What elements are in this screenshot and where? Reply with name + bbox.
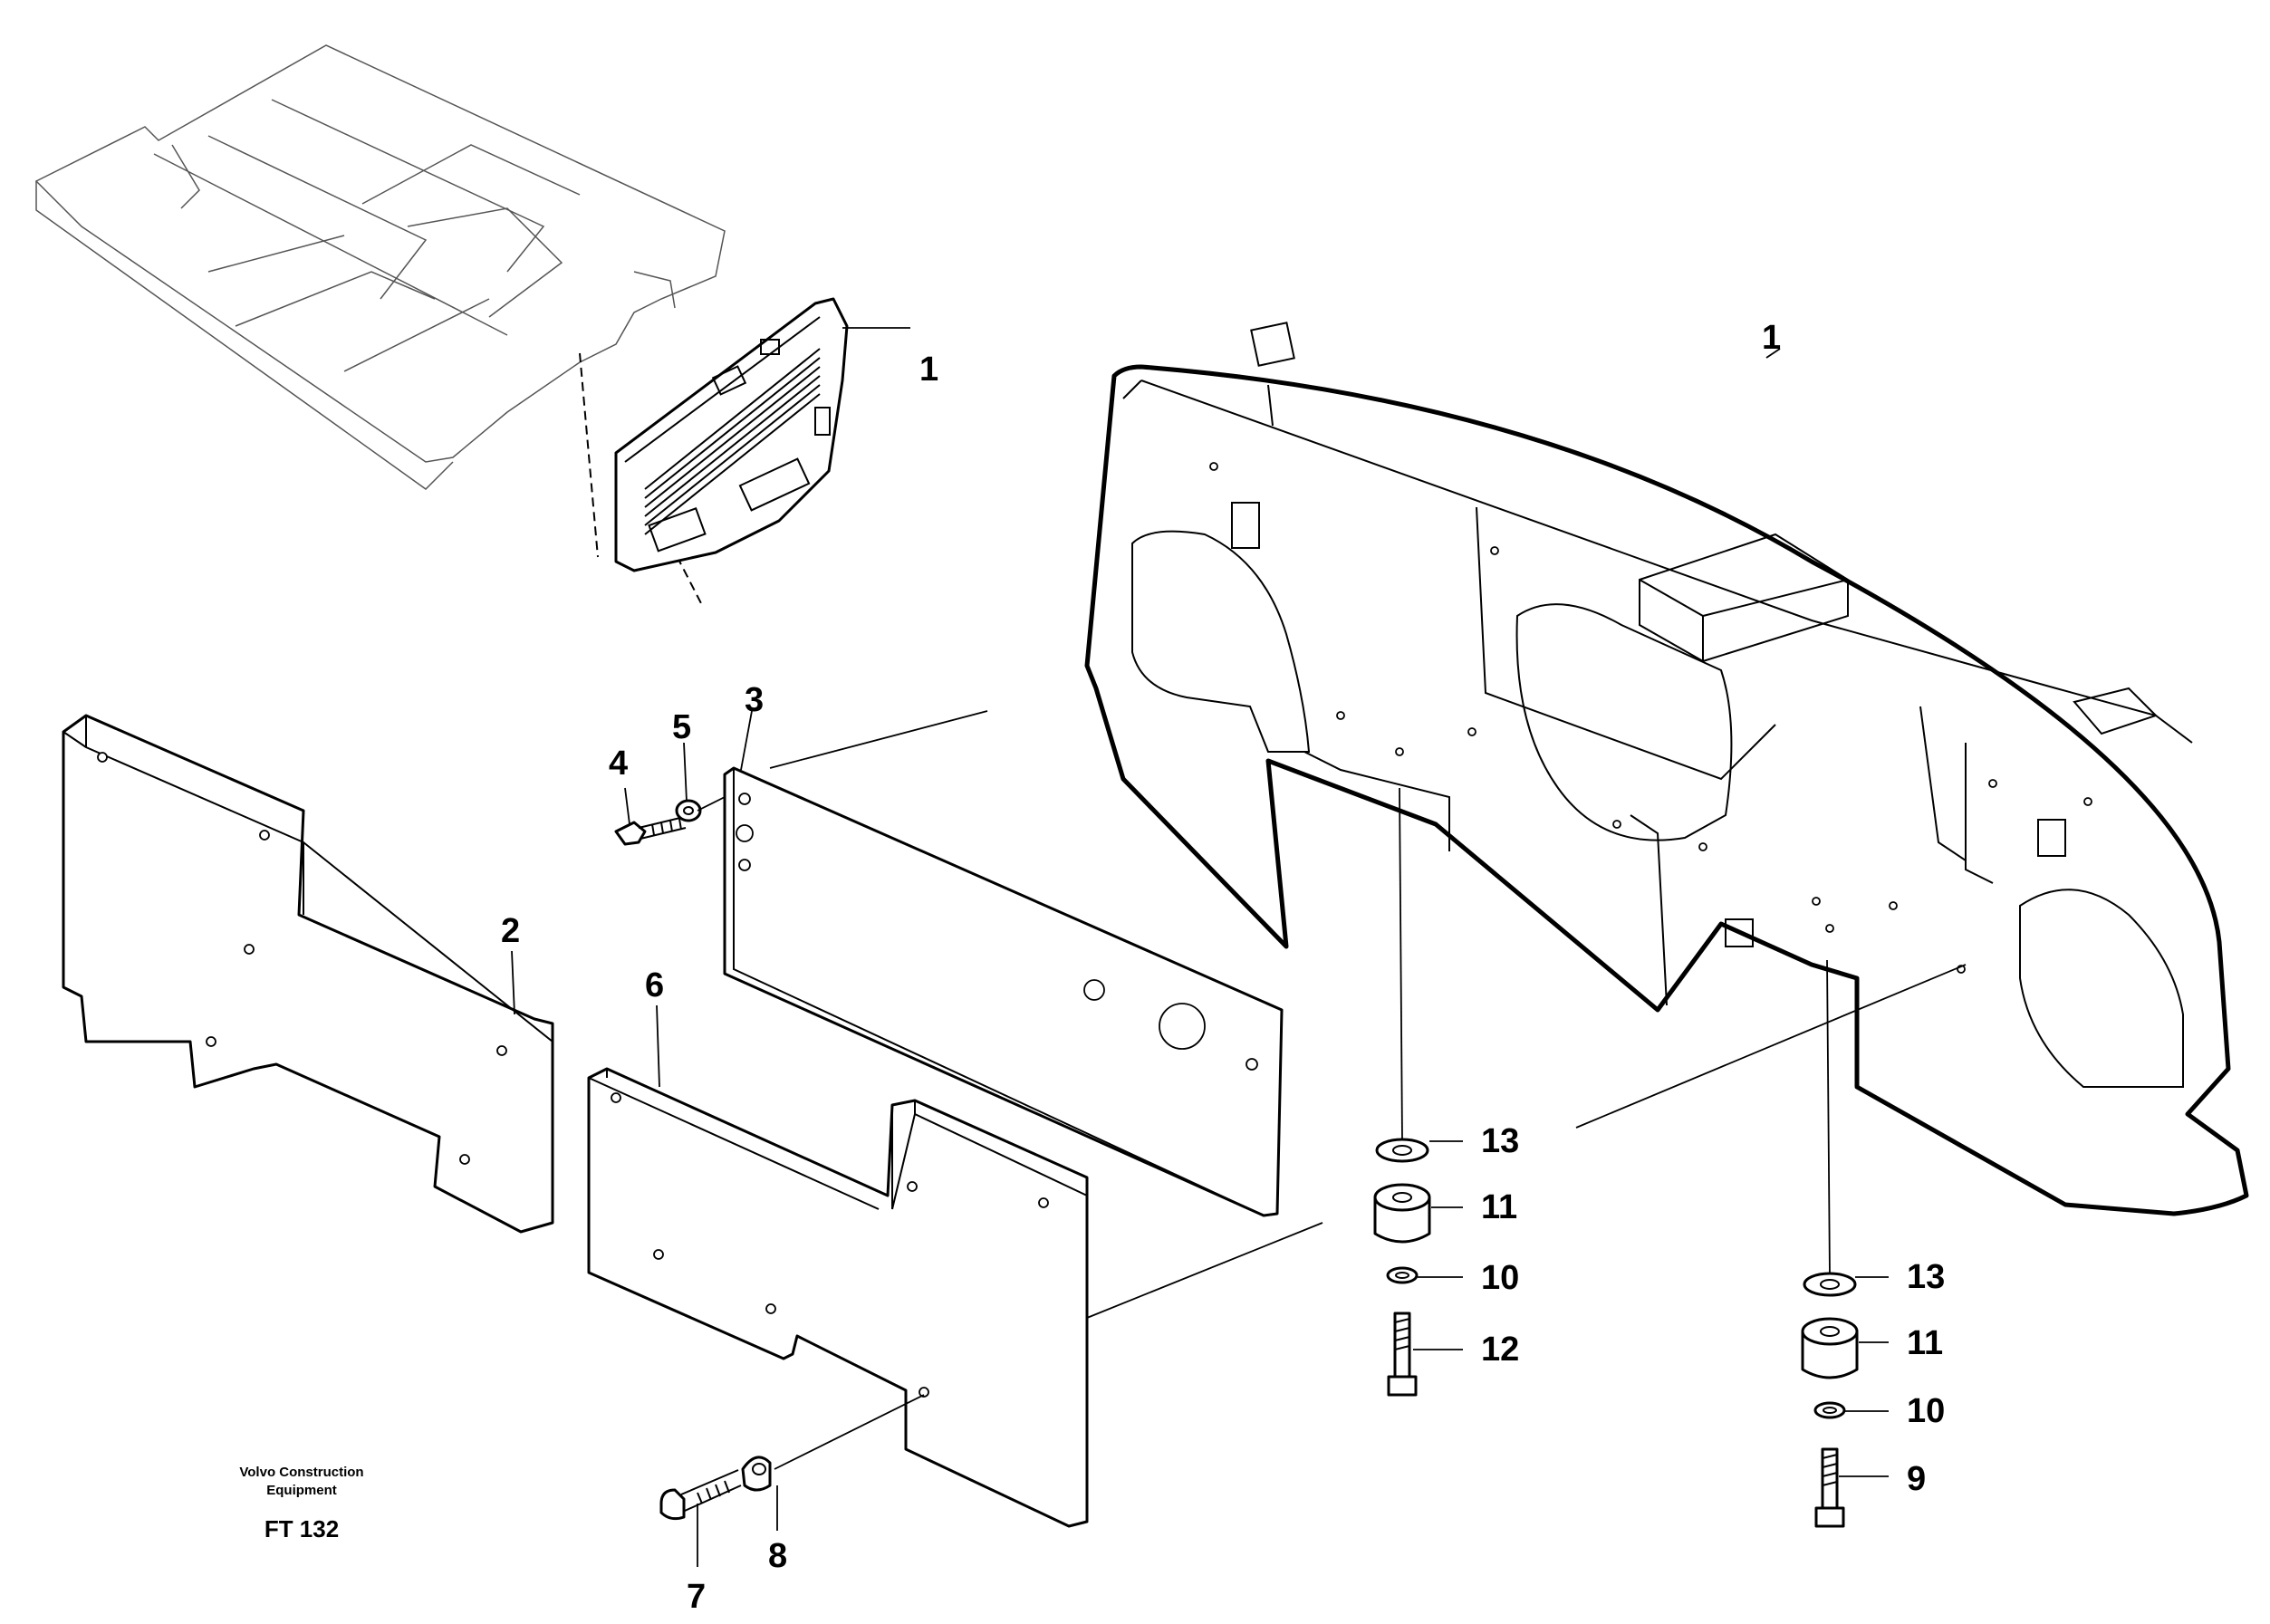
callout-1-small-counterweight: 1 [919,351,938,389]
publisher-credit: Volvo Construction Equipment FT 132 [239,1465,363,1542]
left-mount-axis [1399,787,1403,1142]
washer-8 [741,1456,772,1492]
callout-2-plate: 2 [501,912,520,950]
bar-3-guide-line [769,710,988,769]
machine-frame [34,44,726,490]
washer-10-left [1386,1266,1419,1284]
bolt-9 [1814,1447,1845,1528]
washer-13-left [1375,1138,1429,1163]
callout-13-washer-left: 13 [1481,1122,1519,1160]
assembly-guide-line [579,352,703,606]
bolt-4 [614,816,687,846]
callout-11-mount-left: 11 [1481,1188,1517,1226]
credit-line-2: Equipment [266,1483,337,1498]
washer-5-guide-line [697,796,726,812]
washer-8-guide-line [774,1394,925,1470]
bolt-7 [659,1469,742,1521]
rubber-mount-11-left [1373,1183,1431,1244]
bolt-12 [1387,1312,1418,1397]
callout-8-washer: 8 [768,1537,787,1575]
callout-10-washer-right: 10 [1907,1392,1945,1430]
callout-labels: 1 1 2 3 4 5 6 7 8 9 10 10 11 11 12 13 13 [501,319,1945,1616]
plate-6-guide-line [1086,1222,1323,1319]
bar-3 [723,766,1284,1217]
callout-10-washer-left: 10 [1481,1259,1519,1297]
washer-10-right [1813,1401,1846,1419]
callout-12-bolt: 12 [1481,1331,1519,1369]
callout-9-bolt: 9 [1907,1460,1926,1498]
callout-6-plate: 6 [645,966,664,1004]
rubber-mount-11-right [1801,1317,1859,1379]
right-mount-axis [1826,959,1831,1278]
credit-line-1: Volvo Construction [239,1465,363,1480]
figure-code: FT 132 [265,1515,339,1542]
callout-11-mount-right: 11 [1907,1324,1943,1362]
plate-2 [62,714,554,1234]
callout-7-bolt: 7 [687,1578,706,1616]
washer-5 [675,799,702,822]
callout-leaders [511,327,1889,1567]
callout-1-large-counterweight: 1 [1762,319,1781,357]
washer-13-right [1803,1272,1857,1297]
callout-5-washer: 5 [672,708,691,746]
washer-13-guide-line [1575,964,1967,1129]
counterweight-large [1084,322,2249,1216]
callout-4-bolt: 4 [609,745,628,783]
counterweight-small [614,297,849,572]
callout-13-washer-right: 13 [1907,1258,1945,1296]
callout-3-bar: 3 [745,681,764,719]
plate-6 [587,1067,1089,1528]
